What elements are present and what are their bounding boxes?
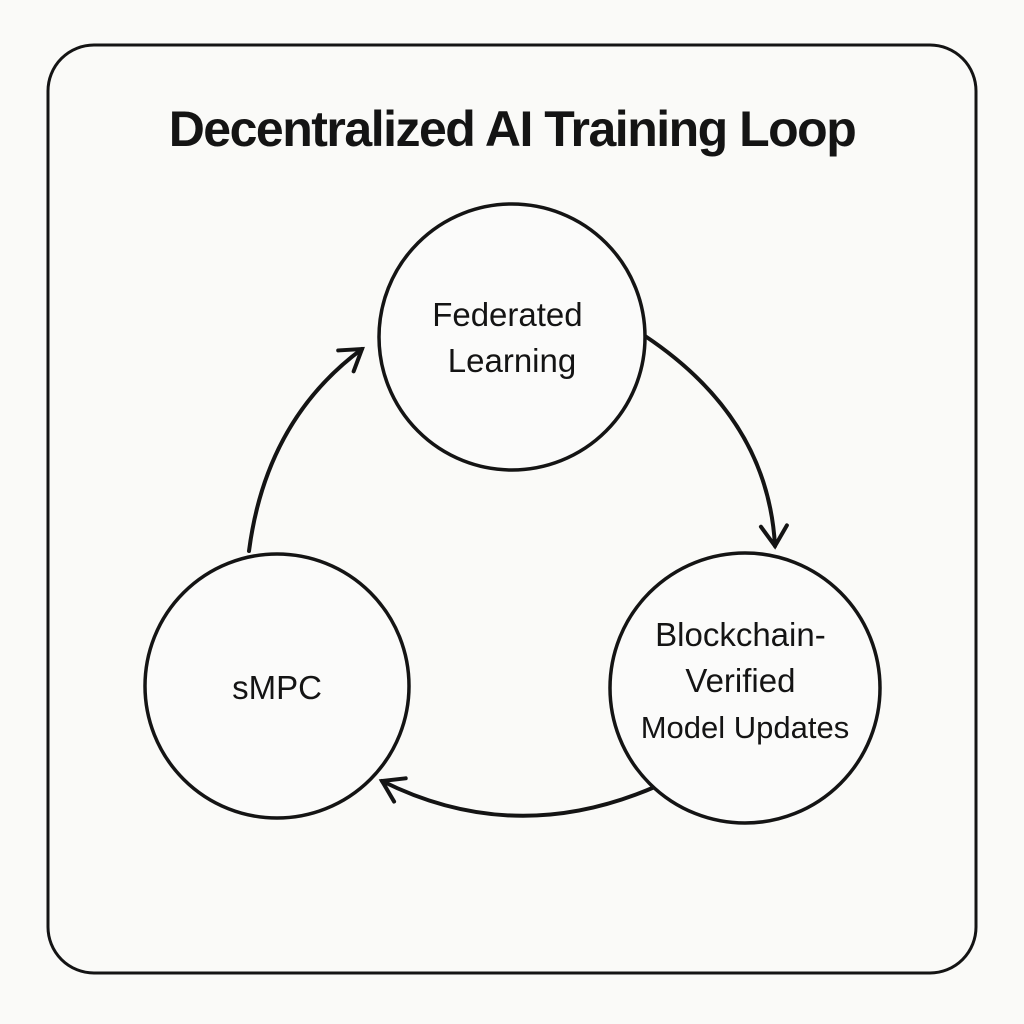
edge-blockchain-to-smpc bbox=[378, 776, 659, 818]
node-blockchain-verified-circle bbox=[608, 551, 882, 825]
diagram-title: Decentralized AI Training Loop bbox=[169, 101, 856, 157]
node-smpc: sMPC bbox=[143, 552, 411, 820]
node-federated-learning-label: Federated Learning bbox=[432, 296, 592, 379]
node-federated-learning: Federated Learning bbox=[377, 202, 647, 472]
edge-federated-to-blockchain bbox=[643, 334, 789, 550]
node-smpc-label: sMPC bbox=[232, 669, 322, 706]
edge-smpc-to-federated bbox=[247, 346, 365, 553]
node-blockchain-verified-model-updates: Blockchain- Verified Model Updates bbox=[608, 551, 882, 825]
diagram-frame bbox=[46, 43, 978, 975]
node-smpc-circle bbox=[143, 552, 411, 820]
node-federated-learning-circle bbox=[377, 202, 647, 472]
node-blockchain-verified-label: Blockchain- Verified Model Updates bbox=[641, 616, 850, 745]
